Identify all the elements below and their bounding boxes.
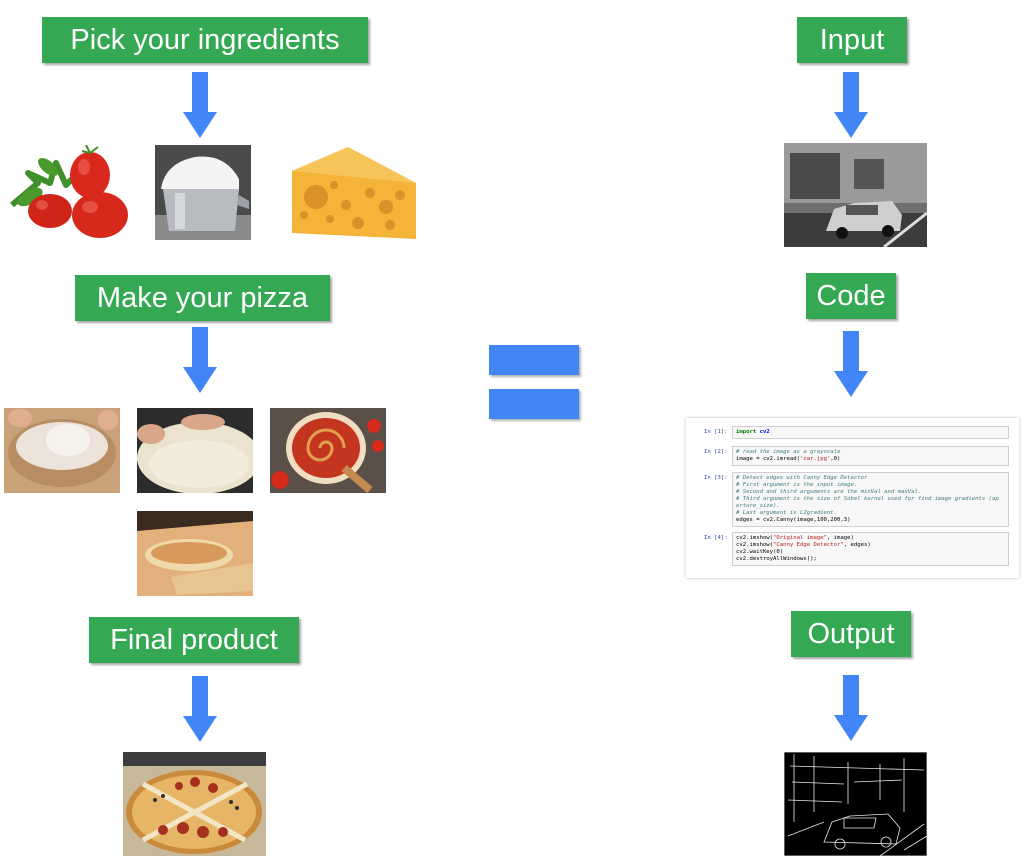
cell-prompt: In [3]: <box>704 475 728 481</box>
code-line: import cv2 <box>736 429 1005 436</box>
code-token: # Second and third arguments are the min… <box>736 489 922 495</box>
down-arrow-icon <box>183 72 217 138</box>
cell-input: import cv2 <box>732 426 1009 439</box>
code-token: ,0) <box>830 456 841 462</box>
stretching-dough-image <box>137 408 253 493</box>
code-line: erture_size). <box>736 503 1005 510</box>
code-token: cv2.imshow( <box>736 542 774 548</box>
code-line: # Last argument is L2gradient. <box>736 510 1005 517</box>
cheese-wedge-image <box>290 145 418 240</box>
code-line: # Second and third arguments are the min… <box>736 489 1005 496</box>
code-line: image = cv2.imread('car.jpg',0) <box>736 456 1005 463</box>
code-token: , image) <box>826 535 854 541</box>
step-label-pick-ingredients: Pick your ingredients <box>42 17 368 63</box>
finished-pizza-image <box>123 752 266 856</box>
code-token: import <box>736 429 757 435</box>
down-arrow-icon <box>834 72 868 138</box>
mixing-dough-image <box>4 408 120 493</box>
code-token: "Original image" <box>773 535 827 541</box>
code-line: cv2.imshow("Canny Edge Detector", edges) <box>736 542 1005 549</box>
cell-input: cv2.imshow("Original image", image)cv2.i… <box>732 532 1009 566</box>
code-token: , edges) <box>843 542 871 548</box>
code-token: # read the image as a grayscale <box>736 449 841 455</box>
code-token: cv2.waitKey(0) <box>736 549 784 555</box>
down-arrow-icon <box>183 327 217 393</box>
step-label-input: Input <box>797 17 907 63</box>
step-label-output: Output <box>791 611 911 657</box>
flour-cup-image <box>155 145 251 240</box>
code-line: # read the image as a grayscale <box>736 449 1005 456</box>
code-line: edges = cv2.Canny(image,100,200,3) <box>736 517 1005 524</box>
spreading-sauce-image <box>270 408 386 493</box>
cell-prompt: In [2]: <box>704 449 728 455</box>
code-token: cv2 <box>759 429 770 435</box>
equals-sign-bottom-bar <box>489 389 579 419</box>
code-line: # Detect edges with Canny Edge Detector <box>736 475 1005 482</box>
equals-sign-top-bar <box>489 345 579 375</box>
canny-edges-image <box>784 752 927 856</box>
cell-prompt: In [1]: <box>704 429 728 435</box>
code-token: # First argument is the input image. <box>736 482 858 488</box>
jupyter-notebook-screenshot: In [1]: import cv2 In [2]: # read the image… <box>686 418 1019 578</box>
code-line: cv2.imshow("Original image", image) <box>736 535 1005 542</box>
step-label-code: Code <box>806 273 896 319</box>
down-arrow-icon <box>834 675 868 741</box>
code-token: image = cv2.imread( <box>736 456 800 462</box>
code-line: cv2.waitKey(0) <box>736 549 1005 556</box>
cell-prompt: In [4]: <box>704 535 728 541</box>
code-token: edges = cv2.Canny(image,100,200,3) <box>736 517 851 523</box>
code-token: erture_size). <box>736 503 780 509</box>
step-label-make-pizza: Make your pizza <box>75 275 330 321</box>
tomatoes-image <box>8 145 130 240</box>
code-token: # Third argument is the size of Sobel ke… <box>736 496 999 502</box>
code-token: cv2.imshow( <box>736 535 774 541</box>
baking-pizza-image <box>137 511 253 596</box>
grayscale-car-image <box>784 143 927 247</box>
cell-input: # Detect edges with Canny Edge Detector#… <box>732 472 1009 527</box>
code-line: cv2.destroyAllWindows(); <box>736 556 1005 563</box>
code-line: # Third argument is the size of Sobel ke… <box>736 496 1005 503</box>
code-token: # Detect edges with Canny Edge Detector <box>736 475 868 481</box>
down-arrow-icon <box>834 331 868 397</box>
step-label-final-product: Final product <box>89 617 299 663</box>
down-arrow-icon <box>183 676 217 742</box>
code-token: cv2.destroyAllWindows(); <box>736 556 817 562</box>
code-token: 'car.jpg' <box>800 456 831 462</box>
code-token: # Last argument is L2gradient. <box>736 510 838 516</box>
code-line: # First argument is the input image. <box>736 482 1005 489</box>
code-token: "Canny Edge Detector" <box>773 542 844 548</box>
